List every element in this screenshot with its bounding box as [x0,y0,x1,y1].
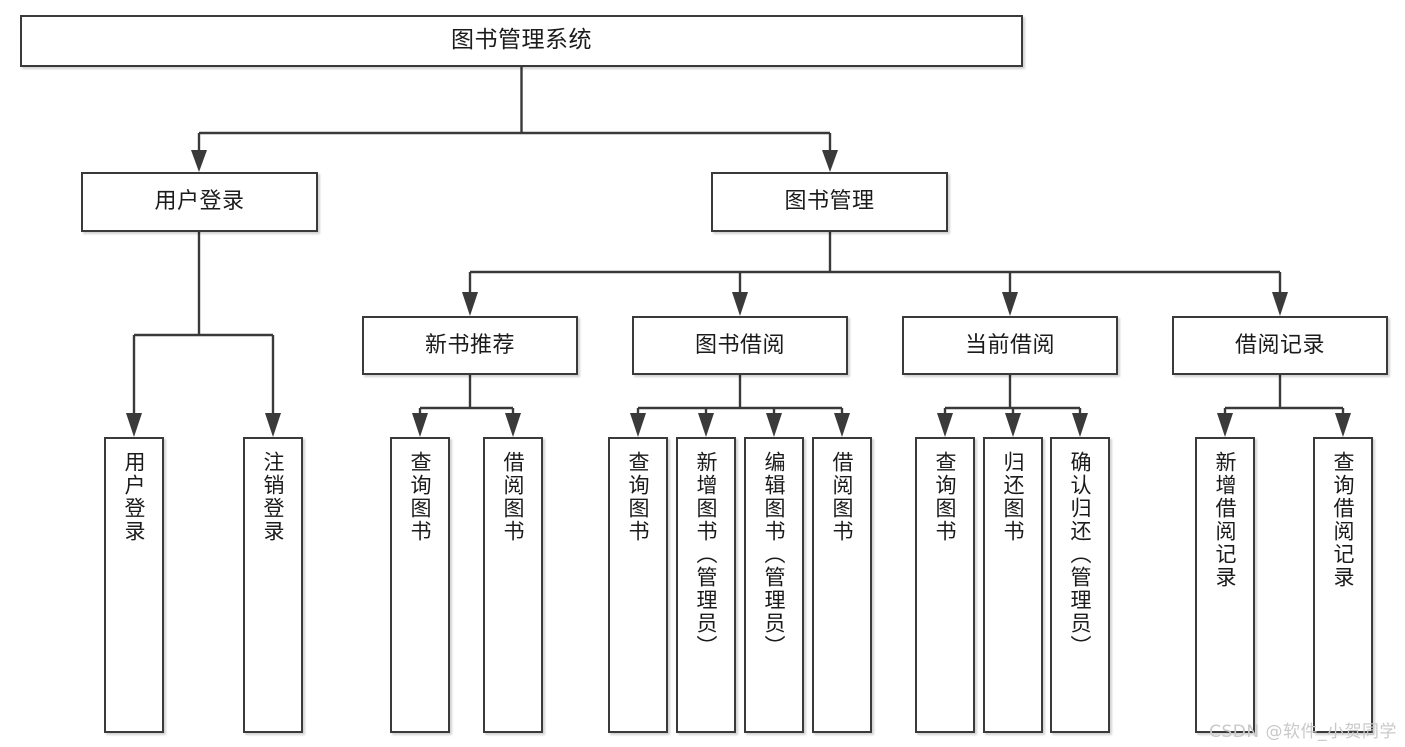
node-leaf-return-book[interactable]: 归还图书 [983,437,1043,733]
arrow-borrow-record [1272,292,1288,316]
node-borrow-record-label: 借阅记录 [1234,332,1325,358]
node-current-borrow-label: 当前借阅 [964,332,1055,358]
node-book-manage[interactable]: 图书管理 [711,172,948,232]
node-leaf-borrow-book-rec-label: 借阅图书 [501,451,526,543]
arrow-leaf-add-book [698,413,714,437]
node-leaf-query-record[interactable]: 查询借阅记录 [1313,437,1373,733]
node-leaf-add-record-label: 新增借阅记录 [1213,451,1238,589]
node-leaf-query-book-rec[interactable]: 查询图书 [390,437,450,733]
arrow-leaf-borrow-book-rec [505,413,521,437]
node-root[interactable]: 图书管理系统 [20,15,1023,67]
arrow-leaf-add-record [1217,413,1233,437]
arrow-book-manage [822,150,838,172]
node-user-login[interactable]: 用户登录 [81,172,318,232]
node-new-book-recommend-label: 新书推荐 [424,332,515,358]
node-new-book-recommend[interactable]: 新书推荐 [362,316,578,375]
node-leaf-return-book-label: 归还图书 [1001,451,1026,543]
arrow-book-borrow [732,292,748,316]
node-root-label: 图书管理系统 [451,27,592,54]
node-leaf-edit-book-label: 编辑图书（管理员） [762,451,787,658]
node-borrow-record[interactable]: 借阅记录 [1172,316,1388,375]
arrow-leaf-query-book-cur [937,413,953,437]
arrow-leaf-query-book-bor [630,413,646,437]
node-leaf-query-book-bor[interactable]: 查询图书 [608,437,668,733]
arrow-leaf-edit-book [766,413,782,437]
node-leaf-add-book[interactable]: 新增图书（管理员） [676,437,736,733]
arrow-leaf-query-record [1335,413,1351,437]
node-leaf-add-book-label: 新增图书（管理员） [694,451,719,658]
node-leaf-user-login[interactable]: 用户登录 [104,437,164,733]
node-leaf-query-book-cur-label: 查询图书 [933,451,958,543]
arrow-leaf-borrow-book-bor [834,413,850,437]
node-leaf-borrow-book-bor[interactable]: 借阅图书 [812,437,872,733]
node-book-borrow-label: 图书借阅 [694,332,785,358]
arrow-user-login [191,150,207,172]
node-leaf-query-book-cur[interactable]: 查询图书 [915,437,975,733]
node-leaf-query-book-rec-label: 查询图书 [408,451,433,543]
node-leaf-query-book-bor-label: 查询图书 [626,451,651,543]
node-book-borrow[interactable]: 图书借阅 [632,316,848,375]
node-user-login-label: 用户登录 [154,189,245,215]
arrow-leaf-confirm-return [1072,413,1088,437]
node-leaf-confirm-return[interactable]: 确认归还（管理员） [1050,437,1110,733]
node-leaf-user-logout[interactable]: 注销登录 [243,437,303,733]
watermark-text: CSDN @软件_小贺同学 [1209,722,1397,742]
node-leaf-user-logout-label: 注销登录 [261,451,286,543]
arrow-leaf-user-login [126,413,142,437]
node-leaf-user-login-label: 用户登录 [122,451,147,543]
arrow-leaf-return-book [1005,413,1021,437]
node-leaf-borrow-book-bor-label: 借阅图书 [830,451,855,543]
node-book-manage-label: 图书管理 [784,189,875,215]
arrow-new-book-recommend [462,292,478,316]
node-leaf-query-record-label: 查询借阅记录 [1331,451,1356,589]
node-leaf-add-record[interactable]: 新增借阅记录 [1195,437,1255,733]
arrow-leaf-user-logout [265,413,281,437]
node-current-borrow[interactable]: 当前借阅 [902,316,1118,375]
arrow-current-borrow [1002,292,1018,316]
node-leaf-edit-book[interactable]: 编辑图书（管理员） [744,437,804,733]
node-leaf-borrow-book-rec[interactable]: 借阅图书 [483,437,543,733]
arrow-leaf-query-book-rec [412,413,428,437]
node-leaf-confirm-return-label: 确认归还（管理员） [1068,451,1093,658]
